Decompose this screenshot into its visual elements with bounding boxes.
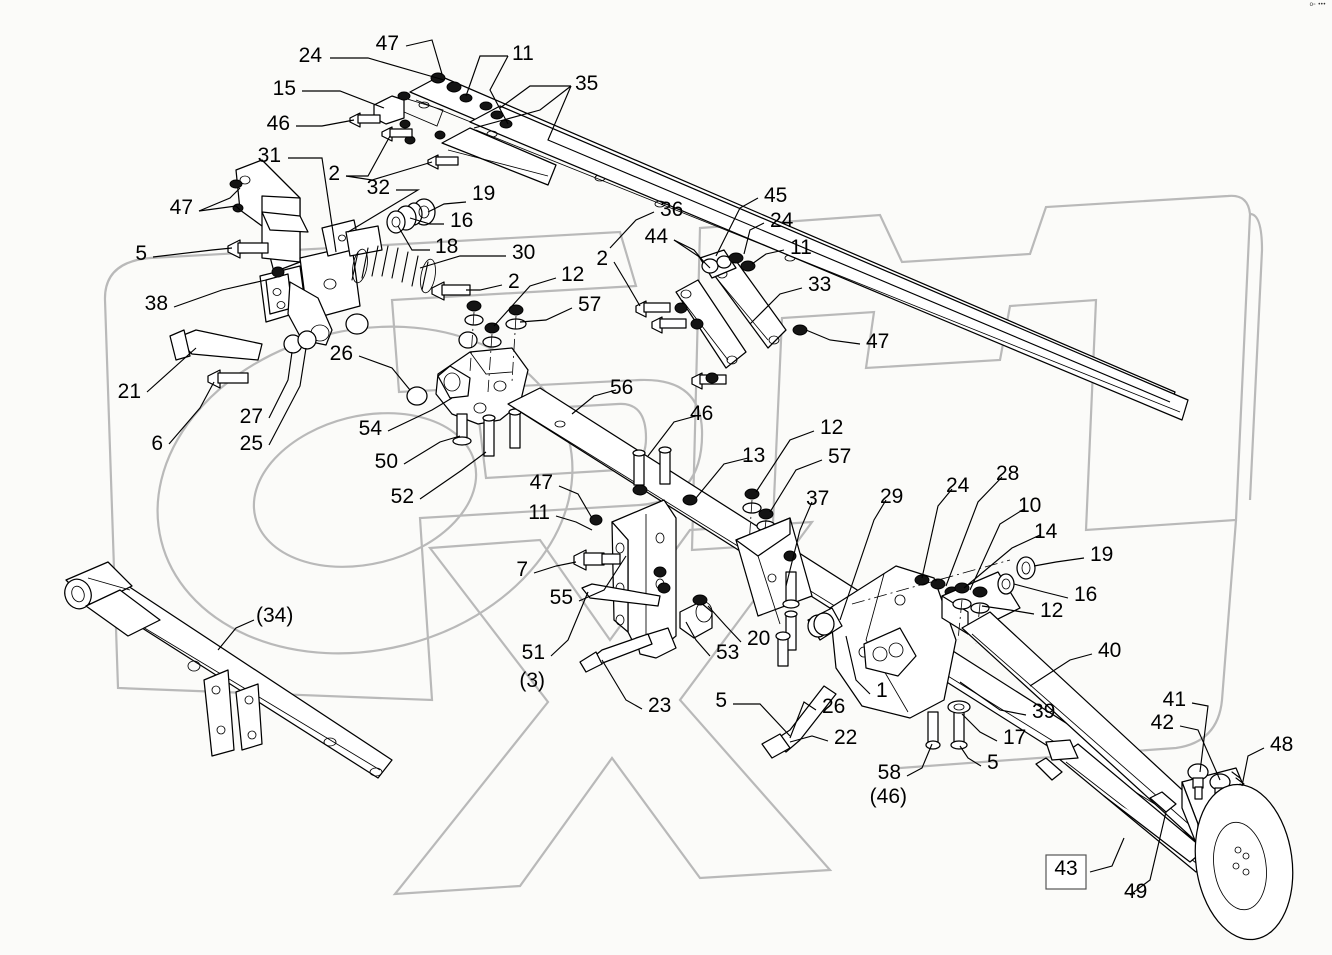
callout-number: 10 — [1018, 494, 1041, 517]
callout-number: 45 — [764, 184, 787, 207]
callout-number: 27 — [240, 405, 263, 428]
callout-number: 11 — [790, 236, 812, 259]
callout-number: 54 — [359, 417, 383, 440]
callout-number: 24 — [299, 44, 323, 67]
callout-number: 50 — [375, 450, 398, 473]
callout-number: 55 — [550, 586, 573, 609]
callout-number: (46) — [870, 785, 907, 808]
callout-number: 16 — [1074, 583, 1097, 606]
callout-number: 47 — [170, 196, 193, 219]
callout-number: 15 — [273, 77, 296, 100]
callout-number: 5 — [987, 751, 999, 774]
callout-number: 41 — [1163, 688, 1186, 711]
part-22-pin — [761, 612, 837, 759]
callout-number: 32 — [367, 176, 390, 199]
callout-number: 30 — [512, 241, 535, 264]
callout-number: 2 — [508, 270, 520, 293]
part-49-disc-assembly — [1035, 739, 1294, 941]
hardware-top-cluster — [349, 72, 513, 170]
callout-number: 17 — [1003, 726, 1026, 749]
callout-number: 37 — [806, 487, 829, 510]
callout-number: 46 — [267, 112, 290, 135]
callout-number: 12 — [561, 263, 584, 286]
callout-number: 6 — [151, 432, 163, 455]
hardware-yoke-cluster — [452, 300, 527, 457]
callout-number: 47 — [866, 330, 889, 353]
callout-number: 11 — [512, 42, 534, 65]
corner-print-mark: o▫ ••• — [1309, 2, 1326, 8]
part-34-beam — [64, 561, 393, 779]
callout-number: 47 — [530, 471, 553, 494]
callout-number: 44 — [645, 225, 669, 248]
callout-number: 11 — [528, 501, 550, 524]
part-30-spring — [351, 245, 436, 294]
callout-number: 29 — [880, 485, 903, 508]
part-39-arm — [807, 559, 1011, 750]
callout-number: 19 — [472, 182, 495, 205]
boxed-callout-frame — [1045, 854, 1087, 890]
callout-number: 12 — [1040, 599, 1063, 622]
callout-number: 26 — [822, 695, 845, 718]
part-2-bolt — [431, 281, 471, 301]
callout-number: (34) — [256, 604, 293, 627]
part-54-yoke — [406, 331, 529, 425]
callout-number: 5 — [135, 242, 147, 265]
callout-number: 23 — [648, 694, 671, 717]
callout-number: 2 — [596, 247, 608, 270]
part-19-16-18-bushings — [386, 198, 436, 234]
part-11-third-bar — [373, 95, 557, 186]
callout-number: 42 — [1151, 711, 1174, 734]
callout-number: 16 — [450, 209, 473, 232]
callout-number: 12 — [820, 416, 843, 439]
leader-lines — [146, 39, 1265, 896]
callout-number: 40 — [1098, 639, 1121, 662]
callout-number: 24 — [946, 474, 970, 497]
callout-number: 13 — [742, 444, 765, 467]
callout-number: 49 — [1124, 880, 1147, 903]
part-10-plate — [941, 556, 1036, 645]
callout-number: 20 — [747, 627, 770, 650]
callout-number: 33 — [808, 273, 831, 296]
callout-number: 22 — [834, 726, 857, 749]
callout-number: 51 — [522, 641, 545, 664]
callout-number: (3) — [519, 669, 545, 692]
callout-number: 56 — [610, 376, 633, 399]
part-55-bracket — [573, 499, 713, 673]
callout-number: 14 — [1034, 520, 1058, 543]
callout-number: 28 — [996, 462, 1019, 485]
callout-number: 38 — [145, 292, 168, 315]
callout-number: 57 — [828, 445, 851, 468]
callout-number: 47 — [376, 32, 399, 55]
callout-number: 57 — [578, 293, 601, 316]
part-33-strut — [635, 249, 808, 390]
callout-number: 26 — [330, 342, 353, 365]
callout-number: 24 — [770, 209, 794, 232]
callout-number: 1 — [876, 679, 888, 702]
callout-number: 39 — [1032, 700, 1055, 723]
callout-number: 36 — [660, 198, 683, 221]
callout-number: 53 — [716, 641, 739, 664]
callout-number: 2 — [328, 162, 340, 185]
callout-number: 18 — [435, 235, 458, 258]
callout-number: 21 — [118, 380, 141, 403]
callout-number: 46 — [690, 402, 713, 425]
callout-number: 25 — [240, 432, 263, 455]
part-31-bracket — [169, 159, 383, 389]
part-35-lower-bar — [469, 105, 1189, 421]
callout-number: 19 — [1090, 543, 1113, 566]
callout-number: 5 — [715, 689, 727, 712]
callout-number: 35 — [575, 72, 598, 95]
callout-number: 31 — [258, 144, 281, 167]
callout-number: 58 — [878, 761, 901, 784]
callout-number: 52 — [391, 485, 414, 508]
callout-number: 7 — [516, 558, 528, 581]
callout-number: 43 — [1054, 857, 1077, 880]
callout-number: 48 — [1270, 733, 1293, 756]
